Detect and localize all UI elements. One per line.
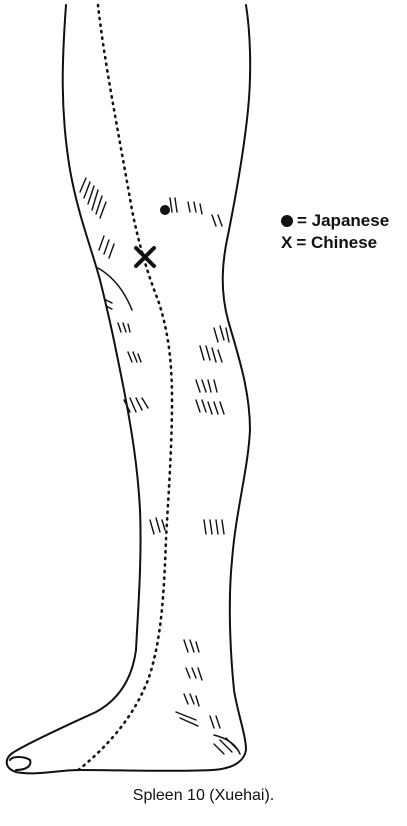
legend-row-chinese: X = Chinese [281,232,389,254]
leg-outline-outer [7,5,250,773]
filled-dot-icon [281,215,293,227]
legend-label-chinese: = Chinese [296,232,377,254]
chinese-point-marker [136,248,154,266]
japanese-point-marker [160,205,170,215]
x-mark-icon: X [281,232,292,254]
figure-caption: Spleen 10 (Xuehai). [0,787,407,805]
shading-hatches [80,178,238,754]
legend-label-japanese: = Japanese [297,210,389,232]
legend: = Japanese X = Chinese [281,210,389,254]
big-toe [10,757,30,770]
heel-contour [214,735,240,754]
legend-row-japanese: = Japanese [281,210,389,232]
